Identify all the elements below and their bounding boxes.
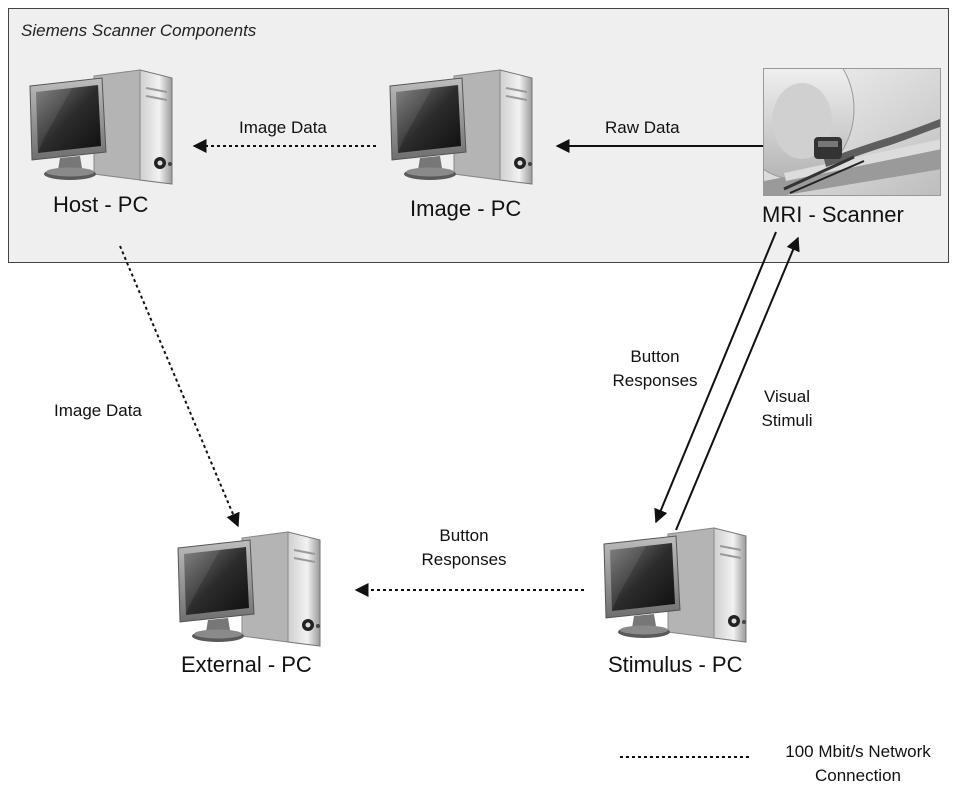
legend-text: 100 Mbit/s Network Connection: [760, 740, 956, 788]
host-pc-icon: [29, 69, 173, 185]
edge-stimulus-to-scanner: [675, 236, 800, 531]
edge-label-image-data-left: Image Data: [54, 401, 142, 420]
edge-label-button-responses-bottom: Button Responses: [408, 524, 520, 572]
region-title: Siemens Scanner Components: [21, 21, 257, 40]
stimulus-pc-icon: [603, 527, 747, 643]
image-pc-label: Image - PC: [410, 196, 522, 221]
edge-label-line: Responses: [421, 550, 507, 569]
edge-label-line: Visual: [764, 387, 810, 406]
edge-label-line: Button: [439, 526, 489, 545]
mri-scanner-label: MRI - Scanner: [762, 202, 904, 227]
legend-line: Connection: [814, 766, 901, 785]
edge-label-raw-data: Raw Data: [605, 118, 680, 137]
edge-label-line: Responses: [612, 371, 698, 390]
edge-label-button-responses-diag: Button Responses: [600, 345, 710, 393]
external-pc-label: External - PC: [181, 652, 312, 677]
edge-label-visual-stimuli: Visual Stimuli: [752, 385, 822, 433]
external-pc-icon: [177, 531, 321, 647]
edge-label-line: Stimuli: [761, 411, 813, 430]
mri-scanner-photo: [763, 68, 941, 196]
edge-label-image-data-top: Image Data: [239, 118, 327, 137]
image-pc-icon: [389, 69, 533, 185]
stimulus-pc-label: Stimulus - PC: [608, 652, 743, 677]
legend-line: 100 Mbit/s Network: [785, 742, 931, 761]
edge-label-line: Button: [630, 347, 680, 366]
edge-host-to-external: [119, 245, 240, 528]
host-pc-label: Host - PC: [53, 192, 149, 217]
edge-scanner-to-stimulus: [654, 231, 777, 524]
